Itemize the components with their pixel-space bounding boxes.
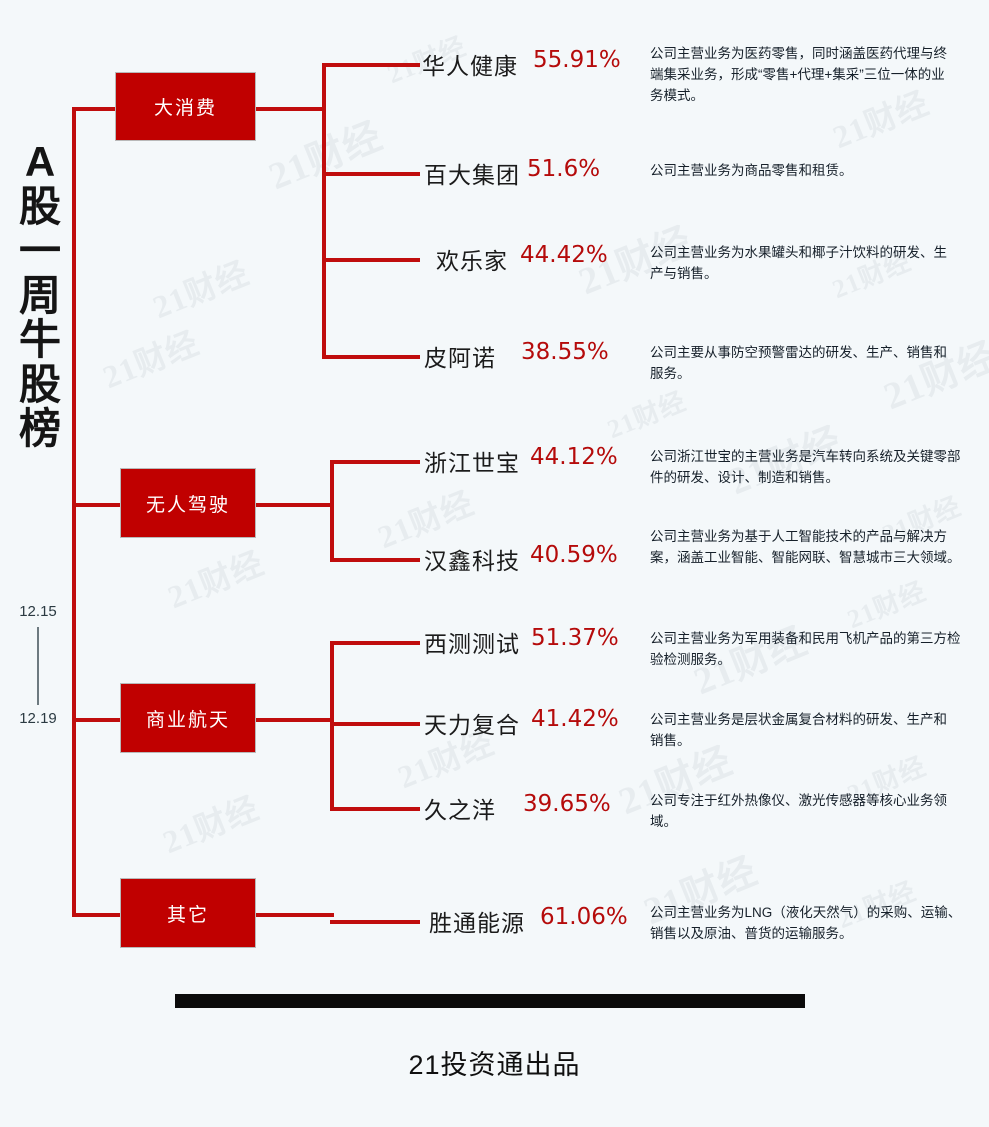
- title-char: 牛: [18, 316, 61, 364]
- watermark: 21财经: [97, 324, 204, 396]
- title-char: 周: [18, 271, 61, 319]
- stock-change-percent: 55.91%: [533, 47, 621, 73]
- stock-change-percent: 51.6%: [527, 156, 601, 182]
- stock-description: 公司主营业务为军用装备和民用飞机产品的第三方检验检测服务。: [650, 631, 961, 667]
- stock-branch-3-0: [330, 920, 420, 924]
- stock-name[interactable]: 浙江世宝: [424, 450, 520, 476]
- category-box-2[interactable]: 无人驾驶: [120, 468, 256, 538]
- date-end: 12.19: [19, 709, 57, 727]
- stock-description: 公司主营业务是层状金属复合材料的研发、生产和销售。: [650, 712, 947, 748]
- date-range: 12.15 12.19: [2, 603, 74, 727]
- category-label: 其它: [166, 904, 209, 926]
- stock-name[interactable]: 久之洋: [424, 797, 496, 823]
- category-stub-3: [72, 913, 120, 917]
- stock-description: 公司浙江世宝的主营业务是汽车转向系统及关键零部件的研发、设计、制造和销售。: [650, 449, 961, 485]
- category-box-1[interactable]: 大消费: [115, 72, 256, 141]
- category-label: 无人驾驶: [145, 494, 230, 516]
- category-box-4[interactable]: 其它: [120, 878, 256, 948]
- stock-name[interactable]: 西测测试: [424, 631, 520, 657]
- group-stub-1: [256, 503, 334, 507]
- stock-change-percent: 40.59%: [530, 542, 618, 568]
- date-separator-rule: [37, 626, 39, 705]
- stock-description: 公司主营业务为LNG（液化天然气）的采购、运输、销售以及原油、普货的运输服务。: [650, 905, 962, 941]
- stock-change-percent: 51.37%: [531, 625, 619, 651]
- stock-branch-0-3: [322, 355, 420, 359]
- stock-branch-2-0: [330, 641, 420, 645]
- title-char: 榜: [18, 405, 61, 453]
- stock-description: 公司主营业务为基于人工智能技术的产品与解决方案，涵盖工业智能、智能网联、智慧城市…: [650, 529, 961, 565]
- watermark: 21财经: [147, 254, 254, 326]
- watermark: 21财经: [162, 544, 269, 616]
- category-label: 商业航天: [145, 709, 230, 731]
- group-stub-2: [256, 718, 334, 722]
- stock-branch-1-0: [330, 460, 420, 464]
- watermark: 21财经: [843, 576, 931, 635]
- stock-name[interactable]: 百大集团: [424, 162, 520, 188]
- title-char: 股: [18, 182, 61, 230]
- stock-description: 公司主营业务为水果罐头和椰子汁饮料的研发、生产与销售。: [650, 245, 947, 281]
- page-title: A 股 一 周 牛 股 榜: [12, 138, 68, 453]
- stock-description: 公司主要从事防空预警雷达的研发、生产、销售和服务。: [650, 345, 947, 381]
- category-stub-1: [72, 503, 120, 507]
- stock-name[interactable]: 华人健康: [422, 53, 518, 79]
- watermark: 21财经: [603, 386, 691, 445]
- title-char: 股: [18, 360, 61, 408]
- stock-branch-0-2: [322, 258, 420, 262]
- stock-name[interactable]: 汉鑫科技: [424, 548, 520, 574]
- category-stub-2: [72, 718, 120, 722]
- stock-change-percent: 39.65%: [523, 791, 611, 817]
- group-stub-3: [256, 913, 334, 917]
- watermark: 21财经: [157, 789, 264, 861]
- stock-description: 公司主营业务为商品零售和租赁。: [650, 163, 853, 178]
- footer-brand: 21投资通出品: [408, 1050, 581, 1080]
- stock-name[interactable]: 胜通能源: [429, 910, 525, 936]
- stock-branch-2-1: [330, 722, 420, 726]
- stock-description: 公司专注于红外热像仪、激光传感器等核心业务领域。: [650, 793, 947, 829]
- date-start: 12.15: [19, 603, 57, 620]
- group-stub-0: [256, 106, 326, 111]
- stock-description: 公司主营业务为医药零售，同时涵盖医药代理与终端集采业务，形成“零售+代理+集采”…: [650, 46, 947, 103]
- stock-branch-0-1: [322, 172, 420, 176]
- group-trunk-1: [330, 460, 334, 558]
- stock-change-percent: 38.55%: [521, 339, 609, 365]
- stock-change-percent: 44.12%: [530, 444, 618, 470]
- group-trunk-0: [322, 63, 326, 355]
- stock-name[interactable]: 皮阿诺: [424, 345, 496, 371]
- stock-change-percent: 41.42%: [531, 706, 619, 732]
- title-char: A: [24, 138, 56, 185]
- stock-branch-0-0: [322, 63, 420, 67]
- stock-name[interactable]: 天力复合: [424, 712, 520, 738]
- title-char: 一: [18, 227, 61, 275]
- category-box-3[interactable]: 商业航天: [120, 683, 256, 753]
- stock-branch-2-2: [330, 807, 420, 811]
- stock-branch-1-1: [330, 558, 420, 562]
- stock-change-percent: 44.42%: [520, 242, 608, 268]
- category-label: 大消费: [153, 98, 217, 119]
- footer-divider-bar: [175, 994, 805, 1008]
- category-stub-0: [72, 106, 115, 111]
- stock-change-percent: 61.06%: [540, 904, 628, 930]
- stock-name[interactable]: 欢乐家: [436, 248, 508, 274]
- main-trunk: [72, 106, 76, 913]
